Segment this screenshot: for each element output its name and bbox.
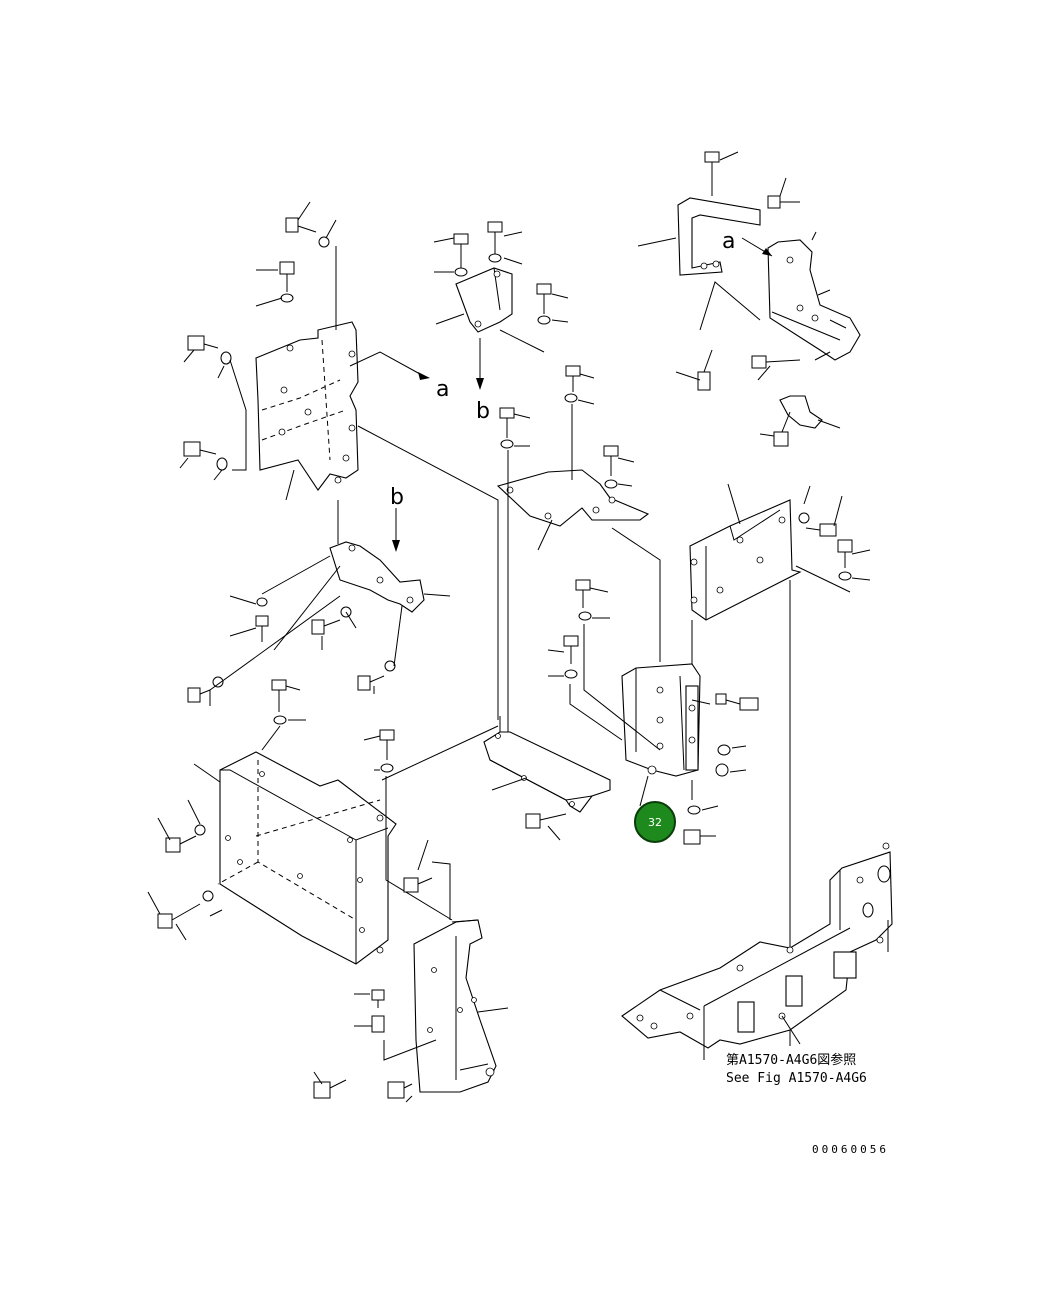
- view-label-a-left: a: [436, 377, 449, 402]
- lower-center-tall-bracket: [313, 839, 509, 1103]
- center-step-bracket: [381, 716, 611, 841]
- callout-32-badge[interactable]: [634, 801, 676, 843]
- view-label-a-upper: a: [722, 229, 735, 254]
- view-label-b-center: b: [476, 399, 490, 424]
- right-upper-panel: [689, 483, 871, 950]
- center-plate: [496, 365, 661, 740]
- callout-32-label: 32: [648, 816, 662, 829]
- center-right-box: 32: [547, 579, 759, 845]
- top-center-bracket: b: [433, 221, 569, 424]
- see-figure-reference-en: See Fig A1570-A4G6: [726, 1071, 867, 1086]
- lower-right-frame: 第A1570-A4G6図参照 See Fig A1570-A4G6: [621, 842, 893, 1086]
- view-label-b-left: b: [390, 485, 404, 510]
- upper-right-bracket-assembly: a: [637, 151, 861, 447]
- see-figure-reference-jp: 第A1570-A4G6図参照: [726, 1052, 856, 1068]
- drawing-code: 00060056: [812, 1143, 889, 1156]
- left-lower-box: [147, 679, 453, 965]
- left-upper-panel: a: [179, 201, 499, 720]
- left-middle-bracket: b: [187, 485, 451, 706]
